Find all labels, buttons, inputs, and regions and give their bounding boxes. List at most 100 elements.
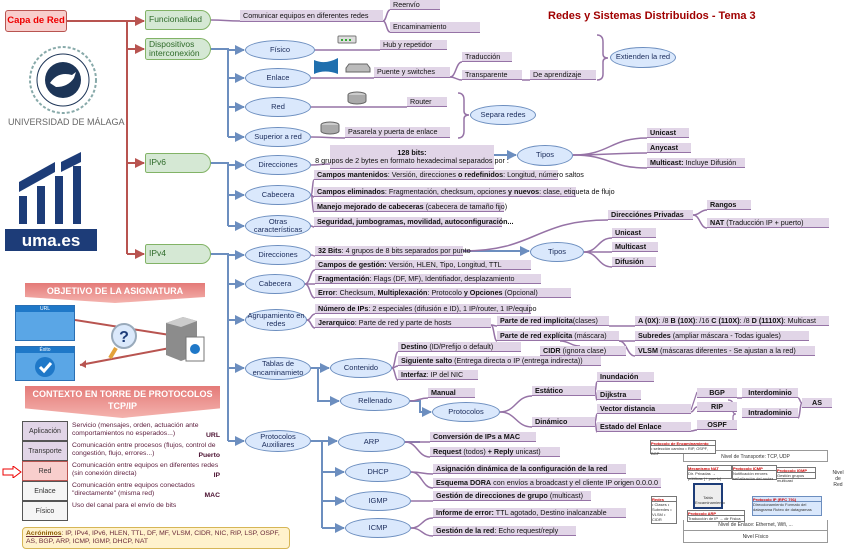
- node-vector: Vector distancia: [597, 404, 691, 414]
- mini-ip: Protocolo IP (RFC 791): [752, 496, 822, 502]
- node-text: Traducción: [465, 51, 501, 61]
- node-text-bold: Parte de red explícita: [500, 330, 573, 340]
- layer-key: MAC: [204, 491, 220, 499]
- node-v4-multi: Multicast: [612, 242, 658, 252]
- node-text-bold: RIP: [711, 401, 723, 411]
- tower-layer-description: Comunicación entre equipos conectados "d…: [72, 482, 222, 500]
- node-text-bold: Multicast:: [650, 157, 684, 167]
- node-text-bold: Estado del Enlace: [600, 421, 662, 431]
- node-text: Separa redes: [480, 109, 526, 119]
- node-agr-vlsm: VLSM (máscaras diferentes - Se ajustan a…: [635, 346, 815, 356]
- connector: [304, 283, 316, 299]
- tower-layer-3: Enlace: [22, 481, 68, 501]
- node-text: Comunicar equipos en diferentes redes: [243, 10, 369, 20]
- switch-icon: [345, 63, 371, 73]
- node-text-bold: Seguridad, jumbogramas, movilidad, autoc…: [317, 216, 514, 226]
- university-seal-logo: [29, 46, 97, 114]
- node-text-bold: Campos eliminados: [317, 186, 385, 196]
- mini-igmp_desc: Gestión grupos multicast: [776, 473, 816, 483]
- node-v4-c2: Fragmentación: Flags (DF, MF), Identifia…: [315, 274, 541, 284]
- node-text-bold: Jerarquico: [318, 317, 355, 327]
- node-text: (clases): [572, 315, 598, 325]
- node-v4-bits: 32 Bits: 4 grupos de 8 bits separados po…: [315, 245, 471, 256]
- layer-desc: Uso del canal para el envío de bits: [72, 502, 177, 509]
- connector: [690, 406, 698, 413]
- mini-tabla: Tabla Encaminamiento: [693, 483, 725, 509]
- tower-layer-description: Uso del canal para el envío de bits: [72, 502, 222, 520]
- node-text: Tablas de encaminamieto: [252, 359, 304, 377]
- connector: [310, 194, 315, 213]
- node-red: Red: [245, 97, 311, 117]
- tower-layer-description: Comunicación entre procesos (flujos, con…: [72, 442, 222, 460]
- node-agr-cidr: CIDR (ignora clase): [540, 346, 626, 356]
- node-text-bold: Parte de red implícita: [500, 315, 573, 325]
- node-text: (máscara): [572, 330, 607, 340]
- node-aprendizaje: De aprendizaje: [530, 70, 596, 80]
- connector: [310, 136, 346, 139]
- node-inter: Interdominio: [742, 388, 798, 398]
- node-text: Rellenado: [358, 395, 392, 405]
- node-v6-dir: Direcciones: [245, 155, 311, 175]
- node-text-bold: A (0X): [638, 315, 659, 325]
- exito-window: Éxito: [15, 346, 75, 381]
- node-text: (máscaras diferentes - Se ajustan a la r…: [657, 345, 796, 355]
- node-text-bold: Anycast: [650, 142, 678, 152]
- node-v6-c1: Campos mantenidos: Versión, direcciones …: [314, 169, 584, 180]
- node-text: TTL agotado, Destino inalcanzable: [493, 507, 607, 517]
- router-icon: [347, 91, 367, 105]
- mini-igmp: Protocolo IGMP: [776, 467, 816, 473]
- mini-nat_desc: Dir. Privadas → públicas (+ puerto): [687, 471, 732, 481]
- node-text-bold: Difusión: [615, 256, 644, 266]
- node-text-bold: Unicast: [615, 227, 641, 237]
- node-agr-jer: Jerarquico: Parte de red y parte de host…: [315, 318, 491, 328]
- node-text-bold: Conversión de IPs a MAC: [433, 431, 521, 441]
- node-hub: Hub y repetidor: [380, 40, 447, 50]
- node-v4-dir: Direcciones: [245, 245, 311, 265]
- node-text: Protocolos: [448, 406, 484, 416]
- node-dhcp2: Esquema DORA con envíos a broadcast y el…: [433, 478, 661, 488]
- node-text: DHCP: [367, 466, 389, 476]
- connector: [449, 76, 463, 81]
- mini-encam_items: • selección camino • RIP, OSPF, BGP: [650, 446, 716, 456]
- node-text: : Checksum,: [335, 287, 378, 297]
- node-agr-sub: Subredes (ampliar máscara - Todas iguale…: [635, 331, 809, 341]
- node-text-bold: Multiplexación: [377, 287, 428, 297]
- connector: [317, 368, 340, 406]
- node-text-bold: Campos mantenidos: [317, 169, 388, 179]
- node-dhcp1: Asignación dinámica de la configuración …: [433, 464, 626, 474]
- node-interfaz: Interfaz: IP del NIC: [398, 370, 478, 380]
- node-enlace: Enlace: [245, 68, 311, 88]
- tower-layer-4: Físico: [22, 501, 68, 521]
- node-reenvio: Reenvío: [390, 0, 440, 10]
- node-bgp: BGP: [697, 388, 737, 398]
- connector: [382, 20, 391, 33]
- node-text: Pasarela y puerta de enlace: [348, 127, 438, 137]
- uma-logo: uma.es: [5, 152, 97, 251]
- connector: [211, 162, 229, 226]
- node-text: Hub y repetidor: [383, 39, 433, 49]
- node-root: Capa de Red: [5, 10, 67, 32]
- node-text-bold: Destino: [401, 341, 428, 351]
- node-text: Cabecera: [258, 278, 292, 288]
- node-text: ICMP: [368, 522, 388, 532]
- layer-key: URL: [206, 431, 220, 439]
- node-text: : Multicast: [783, 315, 816, 325]
- node-text: (Opcional): [502, 287, 538, 297]
- node-text: Tipos: [547, 246, 567, 256]
- objetivo-banner: OBJETIVO DE LA ASIGNATURA: [25, 283, 205, 303]
- node-icmp: ICMP: [345, 518, 411, 538]
- node-text: Capa de Red: [7, 14, 65, 26]
- node-icmp2: Gestión de la red: Echo request/reply: [433, 526, 576, 536]
- node-text-bold: 32 Bits: [318, 245, 342, 255]
- exito-window-title: Éxito: [16, 347, 74, 353]
- node-arp: ARP: [338, 432, 405, 452]
- node-text: (ampliar máscara - Todas iguales): [670, 330, 781, 340]
- node-text-bold: C (110X): [711, 315, 740, 325]
- node-intra: Intradominio: [742, 408, 798, 418]
- node-v6-bits: 128 bits:8 grupos de 2 bytes en formato …: [315, 145, 509, 169]
- node-igmp1: Gestión de direcciones de grupo (multica…: [433, 491, 591, 501]
- node-text-bold: Intradominio: [748, 407, 792, 417]
- connector: [210, 19, 241, 22]
- connector: [690, 429, 698, 432]
- node-text-bold: Subredes: [638, 330, 671, 340]
